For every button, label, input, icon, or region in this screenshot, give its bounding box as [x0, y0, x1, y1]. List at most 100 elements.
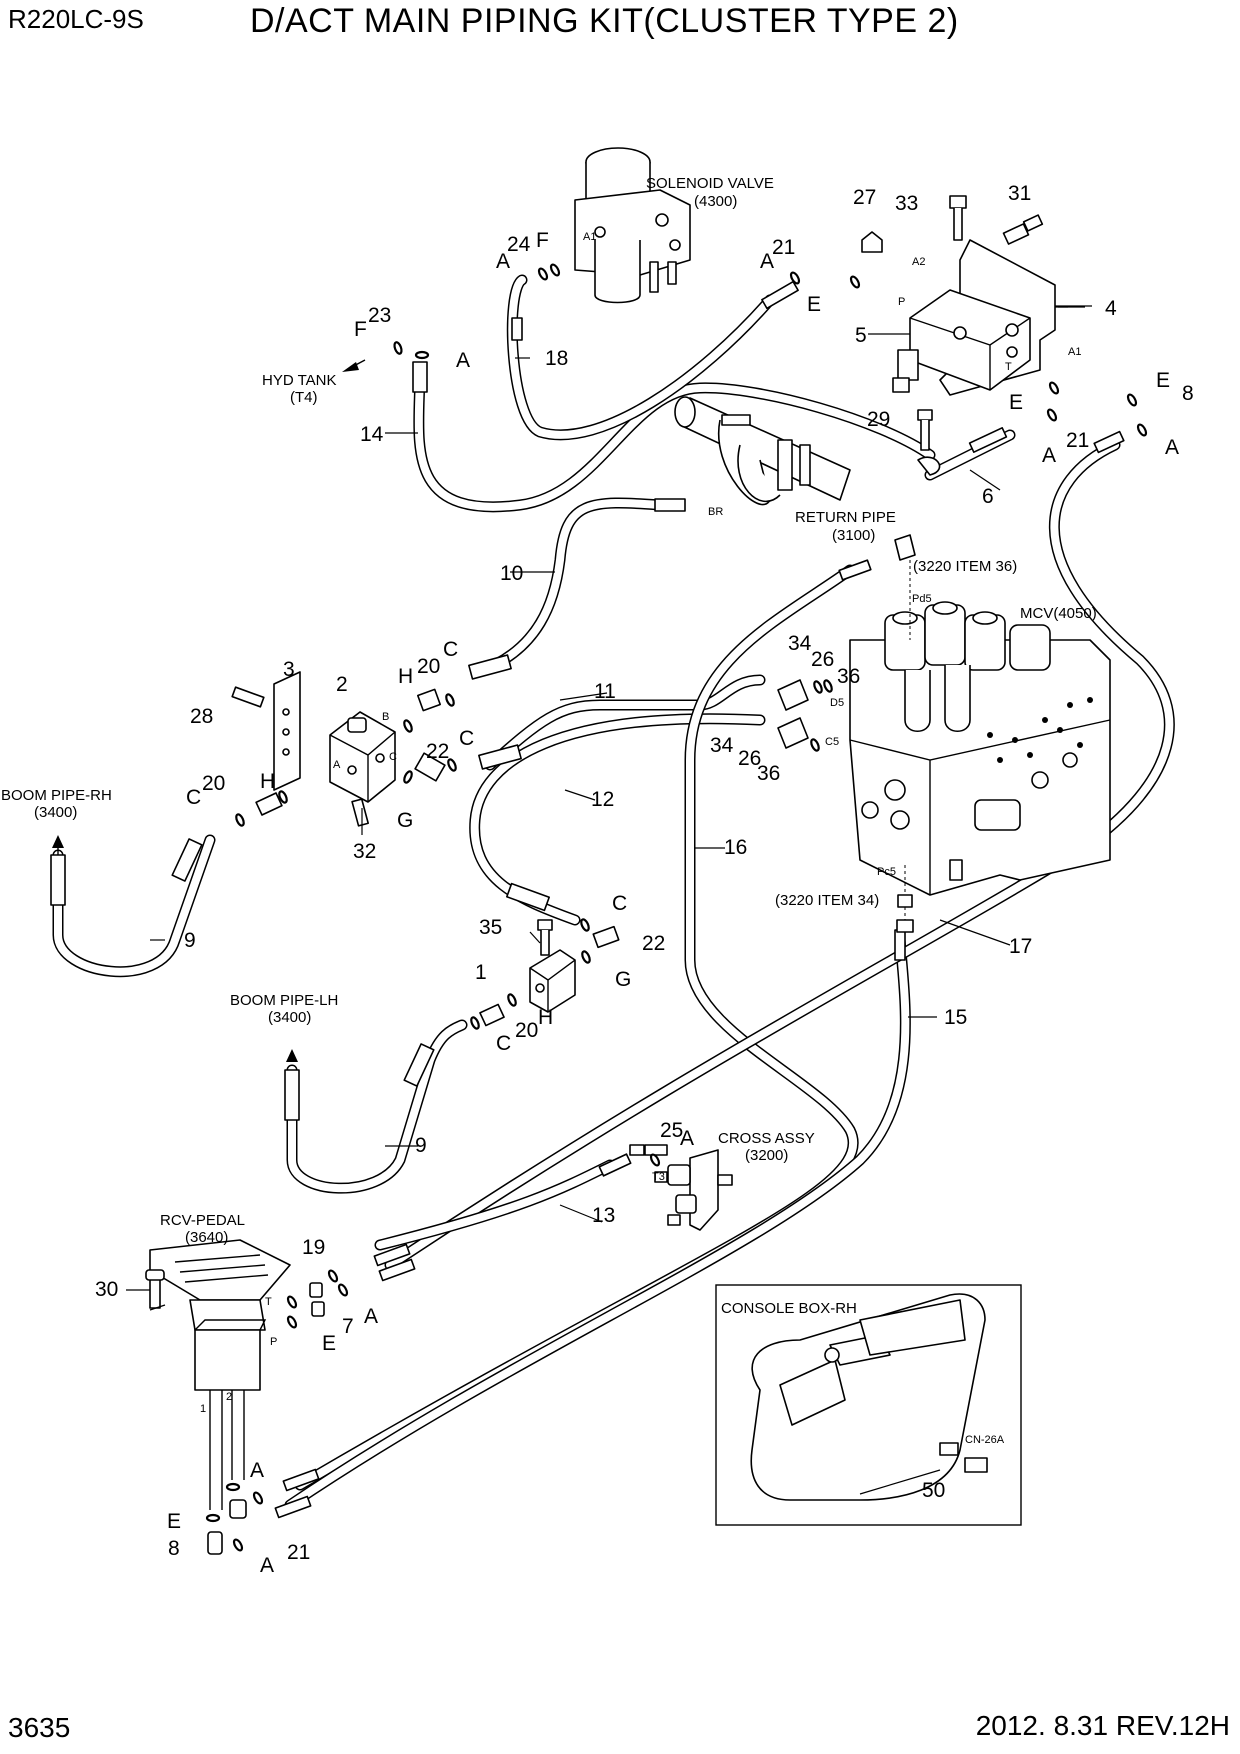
callout-17: 17	[1009, 935, 1032, 958]
callout-g-2: G	[615, 968, 631, 991]
rcv-pedal-ref: (3640)	[185, 1229, 228, 1246]
callout-9-rh: 9	[184, 929, 196, 952]
callout-a-8: A	[250, 1459, 264, 1482]
callout-a-6: A	[680, 1127, 694, 1150]
callout-f-1: F	[536, 229, 549, 252]
callout-50: 50	[922, 1479, 945, 1502]
boom-pipe-lh-label: BOOM PIPE-LH	[230, 992, 338, 1009]
callout-35: 35	[479, 916, 502, 939]
external-labels: BOOM PIPE-RH (3400) BOOM PIPE-LH (3400) …	[1, 359, 366, 1062]
port-1-pedal: 1	[200, 1403, 206, 1415]
port-c-block2: C	[389, 751, 397, 763]
port-pc5: Pc5	[877, 866, 896, 878]
callout-25: 25	[660, 1119, 683, 1142]
callout-26-top: 26	[811, 648, 834, 671]
boom-pipe-lh-ref: (3400)	[268, 1009, 311, 1026]
callout-3: 3	[283, 658, 295, 681]
solenoid-valve-label: SOLENOID VALVE	[646, 175, 774, 192]
rcv-pedal-label: RCV-PEDAL	[160, 1212, 245, 1229]
console-box-inset: CONSOLE BOX-RH CN-26A	[715, 1284, 1022, 1526]
callout-a-7: A	[364, 1305, 378, 1328]
callout-numbers: 1 2 3 4 5 6 7 8 8 9 9 10 11 12 13 14 15 …	[95, 182, 1194, 1577]
callout-12: 12	[591, 788, 614, 811]
revision-date: 2012. 8.31 REV.12H	[975, 1710, 1230, 1741]
callout-11: 11	[594, 680, 616, 703]
callout-1: 1	[475, 961, 487, 984]
callout-a-1: A	[496, 250, 510, 273]
callout-13: 13	[592, 1204, 615, 1227]
cross-assy-label: CROSS ASSY	[718, 1130, 815, 1147]
callout-34-bottom: 34	[710, 734, 734, 757]
callout-5: 5	[855, 324, 867, 347]
o-rings	[205, 263, 1148, 1552]
port-a2: A2	[912, 256, 925, 268]
callout-h-3: H	[538, 1006, 553, 1029]
boom-pipe-rh-ref: (3400)	[34, 804, 77, 821]
callout-27: 27	[853, 186, 876, 209]
callout-g-1: G	[397, 809, 413, 832]
callout-29: 29	[867, 408, 890, 431]
return-pipe-label: RETURN PIPE	[795, 509, 896, 526]
callout-4: 4	[1105, 297, 1117, 320]
callout-36-top: 36	[837, 665, 860, 688]
callout-8-top: 8	[1182, 382, 1194, 405]
console-box-label: CONSOLE BOX-RH	[721, 1300, 857, 1317]
callout-20-bottom: 20	[515, 1019, 538, 1042]
callout-19: 19	[302, 1236, 325, 1259]
callout-18: 18	[545, 347, 568, 370]
callout-c-1: C	[443, 638, 458, 661]
callout-2: 2	[336, 673, 348, 696]
port-d5: D5	[830, 697, 844, 709]
callout-c-2: C	[459, 727, 474, 750]
callout-e-3: E	[1009, 391, 1023, 414]
callout-34-top: 34	[788, 632, 812, 655]
callout-20-top: 20	[417, 655, 440, 678]
page-title: D/ACT MAIN PIPING KIT(CLUSTER TYPE 2)	[250, 2, 959, 40]
callout-30: 30	[95, 1278, 118, 1301]
callout-c-5: C	[496, 1032, 511, 1055]
block-2-bracket-3: A B C	[231, 671, 446, 827]
callout-26-bottom: 26	[738, 747, 761, 770]
item36-ref: (3220 ITEM 36)	[913, 558, 1017, 575]
callout-21-right: 21	[1066, 429, 1089, 452]
callout-f-2: F	[354, 318, 367, 341]
callout-22-top: 22	[426, 740, 449, 763]
port-p-pedal: P	[270, 1336, 277, 1348]
callout-6: 6	[982, 485, 994, 508]
hyd-tank-label: HYD TANK	[262, 372, 336, 389]
callout-21-bottom: 21	[287, 1541, 310, 1564]
callout-7: 7	[342, 1315, 354, 1338]
block-1	[479, 919, 620, 1027]
callout-h-2: H	[260, 770, 275, 793]
return-pipe: RETURN PIPE (3100) BR	[674, 396, 896, 544]
port-a1-solenoid: A1	[583, 231, 596, 243]
callout-22-bottom: 22	[642, 932, 665, 955]
callout-a-5: A	[1165, 436, 1179, 459]
callout-a-4: A	[1042, 444, 1056, 467]
port-p: P	[898, 296, 905, 308]
block-5-bracket-4: A2 P T A1	[861, 195, 1081, 476]
model-number: R220LC-9S	[8, 4, 144, 34]
port-a1-block: A1	[1068, 346, 1081, 358]
port-a-block2: A	[333, 759, 341, 771]
callout-c-3: C	[186, 786, 201, 809]
callout-32: 32	[353, 840, 376, 863]
callout-9-lh: 9	[415, 1134, 427, 1157]
hose-ferrules	[50, 280, 1125, 1519]
callout-e-1: E	[807, 293, 821, 316]
callout-21-top: 21	[772, 236, 795, 259]
callout-10: 10	[500, 562, 523, 585]
port-t-pedal: T	[265, 1296, 272, 1308]
return-pipe-ref: (3100)	[832, 527, 875, 544]
mcv-4050: MCV(4050) Pd5 D5 C5 Pc5 (3220 ITEM 36) (…	[775, 534, 1111, 935]
solenoid-valve: SOLENOID VALVE (4300) A1	[574, 147, 774, 304]
callout-20-left: 20	[202, 772, 225, 795]
solenoid-valve-ref: (4300)	[694, 193, 737, 210]
callout-24: 24	[507, 233, 531, 256]
mcv-label: MCV(4050)	[1020, 605, 1097, 622]
callout-15: 15	[944, 1006, 967, 1029]
callout-h-1: H	[398, 665, 413, 688]
port-2-pedal: 2	[226, 1391, 232, 1403]
item34-ref: (3220 ITEM 34)	[775, 892, 879, 909]
